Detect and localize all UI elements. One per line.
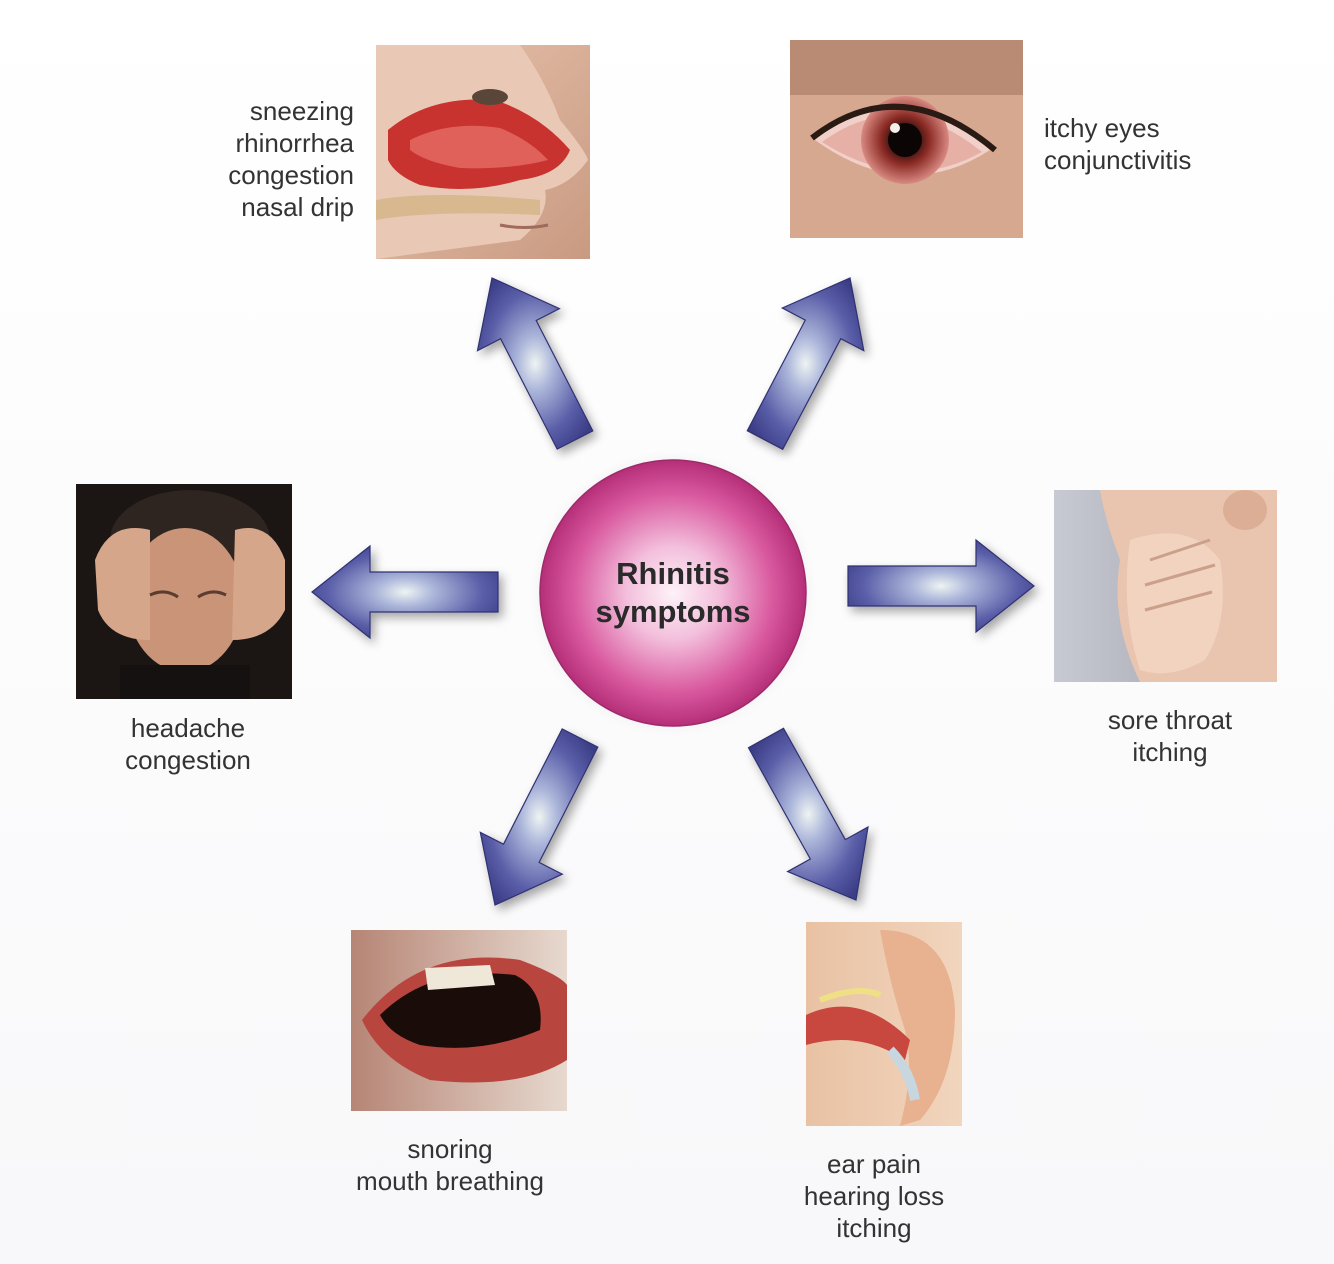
eye-symptoms-label: itchy eyes conjunctivitis bbox=[1044, 112, 1284, 176]
ear-symptom: itching bbox=[760, 1212, 988, 1244]
arrow-to-mouth bbox=[480, 729, 598, 905]
eye-image bbox=[790, 40, 1023, 238]
nose-symptom: nasal drip bbox=[150, 191, 354, 223]
throat-symptom: itching bbox=[1060, 736, 1280, 768]
ear-symptom: ear pain bbox=[760, 1148, 988, 1180]
headache-image bbox=[76, 484, 292, 699]
arrow-to-ear bbox=[749, 728, 869, 900]
ear-symptom: hearing loss bbox=[760, 1180, 988, 1212]
mouth-symptom: snoring bbox=[330, 1133, 570, 1165]
mouth-symptoms-label: snoring mouth breathing bbox=[330, 1133, 570, 1197]
arrow-to-head bbox=[312, 546, 498, 638]
mouth-symptom: mouth breathing bbox=[330, 1165, 570, 1197]
nose-image bbox=[376, 45, 590, 259]
nose-symptom: congestion bbox=[150, 159, 354, 191]
arrow-to-eye bbox=[747, 278, 864, 449]
eye-symptom: conjunctivitis bbox=[1044, 144, 1284, 176]
head-symptom: congestion bbox=[60, 744, 316, 776]
throat-symptom: sore throat bbox=[1060, 704, 1280, 736]
ear-symptoms-label: ear pain hearing loss itching bbox=[760, 1148, 988, 1244]
throat-image bbox=[1054, 490, 1277, 682]
nose-symptom: rhinorrhea bbox=[150, 127, 354, 159]
nose-symptom: sneezing bbox=[150, 95, 354, 127]
head-symptoms-label: headache congestion bbox=[60, 712, 316, 776]
ear-image bbox=[806, 922, 962, 1126]
arrow-to-nose bbox=[478, 278, 593, 449]
head-symptom: headache bbox=[60, 712, 316, 744]
eye-symptom: itchy eyes bbox=[1044, 112, 1284, 144]
center-circle bbox=[540, 460, 806, 726]
arrow-to-throat bbox=[848, 540, 1034, 632]
throat-symptoms-label: sore throat itching bbox=[1060, 704, 1280, 768]
mouth-image bbox=[351, 930, 567, 1111]
nose-symptoms-label: sneezing rhinorrhea congestion nasal dri… bbox=[150, 95, 354, 223]
